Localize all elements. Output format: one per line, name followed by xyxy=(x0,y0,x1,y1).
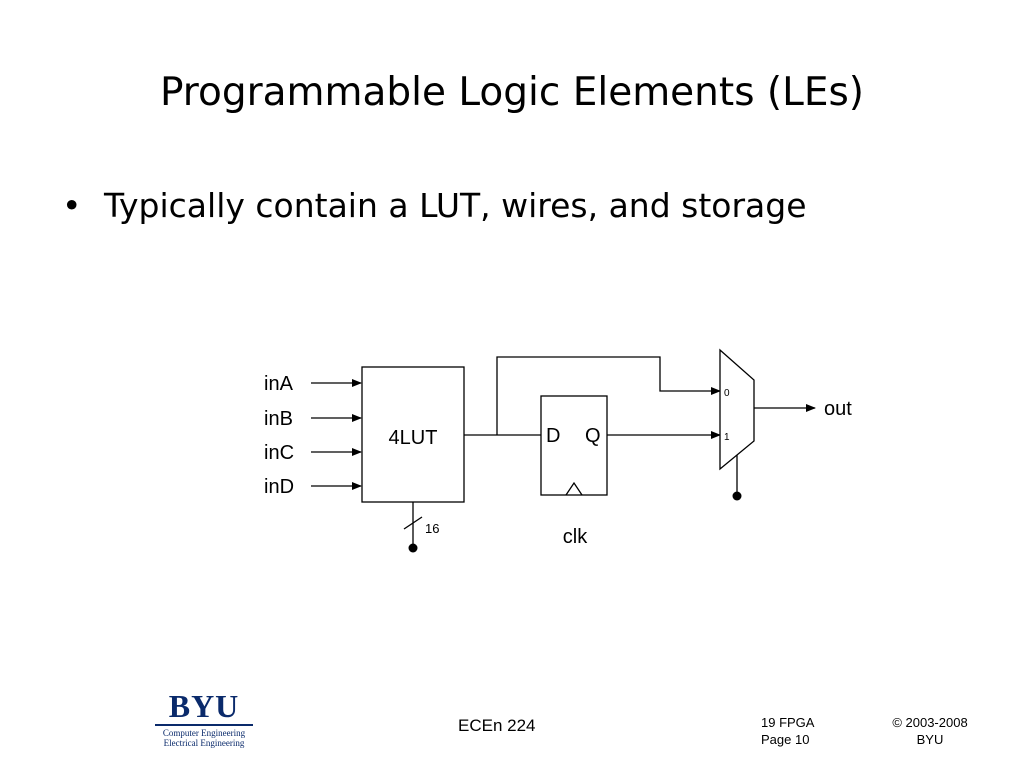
logo-word: BYU xyxy=(168,688,240,724)
bullet-text: Typically contain a LUT, wires, and stor… xyxy=(104,186,807,225)
lut-label: 4LUT xyxy=(389,427,438,449)
mux-input1-label: 1 xyxy=(724,432,730,443)
slide-title: Programmable Logic Elements (LEs) xyxy=(159,70,865,115)
clock-triangle xyxy=(565,481,583,496)
footer-copyright-years: © 2003-2008 xyxy=(892,715,968,730)
input-label-b: inB xyxy=(264,408,293,430)
footer-lecture-title: 19 FPGA xyxy=(761,715,815,730)
footer-page-number: Page 10 xyxy=(761,732,810,747)
flipflop-block xyxy=(540,395,608,496)
ff-q-label: Q xyxy=(585,425,601,447)
lut-block xyxy=(361,366,465,503)
mux-select-dot xyxy=(732,491,742,501)
bypass-wire xyxy=(496,356,721,435)
mux-block xyxy=(719,348,755,471)
logo-subtitle-1: Computer Engineering xyxy=(162,728,246,738)
bullet-marker: • xyxy=(62,186,82,225)
footer-copyright-owner: BYU xyxy=(916,732,944,747)
input-label-c: inC xyxy=(264,442,294,464)
footer-copyright: © 2003-2008 BYU xyxy=(880,714,980,748)
input-label-a: inA xyxy=(264,373,294,395)
footer-course: ECEn 224 xyxy=(458,716,536,735)
mux-input0-label: 0 xyxy=(724,388,730,399)
bus-slash xyxy=(403,516,423,530)
logo-divider xyxy=(155,724,253,726)
byu-logo: BYU Computer Engineering Electrical Engi… xyxy=(153,690,255,748)
ff-d-label: D xyxy=(546,425,560,447)
logo-subtitle-2: Electrical Engineering xyxy=(163,738,245,748)
input-label-d: inD xyxy=(264,476,294,498)
footer-lecture: 19 FPGA Page 10 xyxy=(761,714,814,748)
clock-label: clk xyxy=(563,526,588,548)
bus-terminal-dot xyxy=(408,543,418,553)
output-label: out xyxy=(824,398,852,420)
bus-width-label: 16 xyxy=(425,521,439,536)
